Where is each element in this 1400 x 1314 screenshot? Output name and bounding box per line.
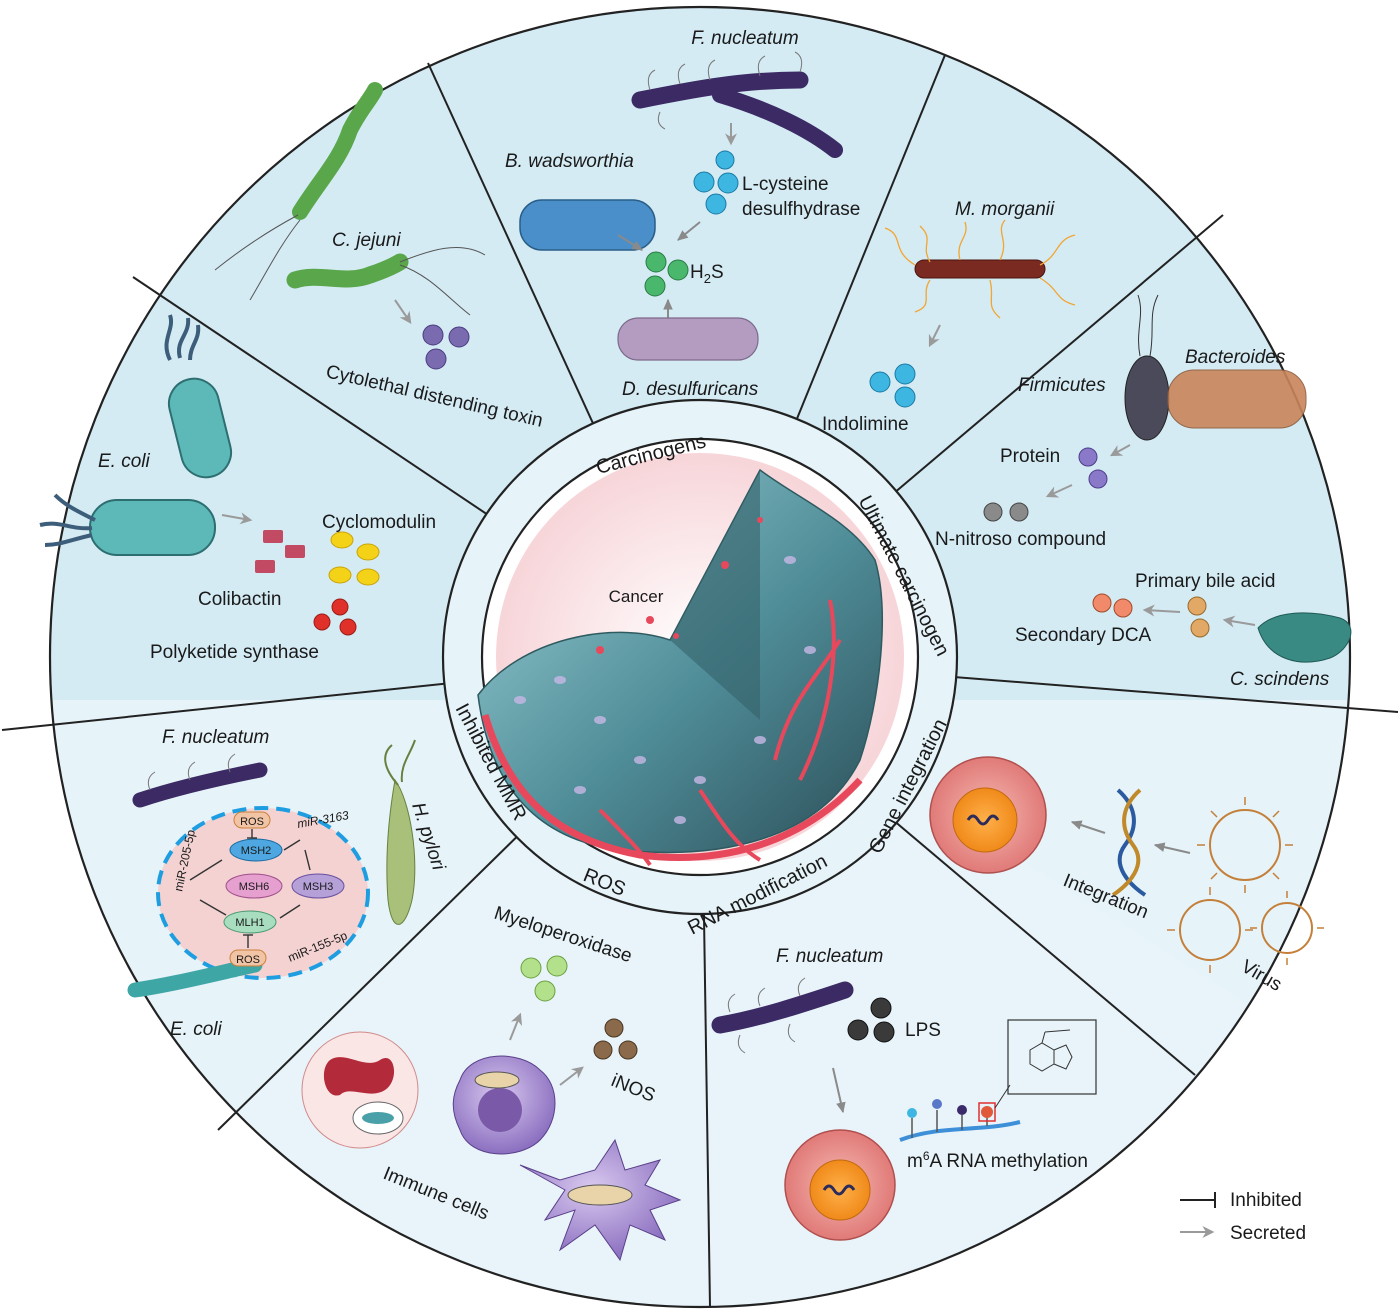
fn-label-top: F. nucleatum [691,28,798,49]
enzyme-label-line1: L-cysteine [742,174,829,195]
pks-label: Polyketide synthase [150,642,319,663]
virus-icons [1167,797,1324,973]
segment-ultimate: Firmicutes Bacteroides Protein N-nitroso… [935,294,1352,690]
ecoli-bacterium-top [164,314,233,479]
segment-gene: Integration Virus [929,756,1324,996]
msh3-label: MSH3 [303,881,334,893]
cyclomodulin-label: Cyclomodulin [322,512,436,533]
inos-icon [593,1018,638,1060]
indolimine-icon [869,363,916,408]
macrophage-icon [452,1055,556,1155]
cyclomodulin-icon [328,531,380,586]
nitroso-icon [983,502,1029,522]
legend-secreted-label: Secreted [1230,1223,1306,1244]
segment-mmr: ROS MSH2 MSH6 MSH3 MLH1 ROS miR-205-5p m… [127,727,449,1040]
segment-ecoli: E. coli Colibactin Cyclomodulin Polyketi… [39,314,436,663]
lps-icon [847,997,895,1043]
indolimine-label: Indolimine [822,414,909,435]
bacteroides-label: Bacteroides [1185,347,1286,368]
h2s-icon [644,251,689,297]
dd-label: D. desulfuricans [622,379,759,400]
neutrophil-icon [301,1031,419,1149]
ecoli-label: E. coli [98,451,151,472]
dendritic-cell-icon [519,1138,682,1262]
cancer-illustration: Cancer [477,453,904,867]
h2s-label: H2S [690,262,724,286]
legend: Inhibited Secreted [1180,1190,1306,1244]
cysteine-desulfhydrase-icon [693,150,739,215]
legend-inhibited-label: Inhibited [1230,1190,1302,1211]
ecoli-label-mmr: E. coli [170,1019,223,1040]
segment-h2s: F. nucleatum B. wadsworthia L-cysteine d… [505,28,860,400]
mmorganii-label: M. morganii [955,199,1055,220]
host-cell-gene [929,756,1047,874]
colibactin-label: Colibactin [198,589,281,610]
fn-label-mmr: F. nucleatum [162,727,269,748]
ecoli-bacterium-mmr [127,957,263,998]
msh6-label: MSH6 [239,881,270,893]
b-wadsworthia-bacterium [519,199,656,251]
cscindens-label: C. scindens [1230,669,1330,690]
nitroso-label: N-nitroso compound [935,529,1106,550]
fn-bacterium-mmr [132,762,268,808]
ecoli-bacterium-bottom [39,493,216,556]
bacteroides-bacterium [1167,369,1307,429]
firmicutes-bacterium [1124,355,1170,441]
bw-label: B. wadsworthia [505,151,634,172]
host-cell-rna [784,1129,896,1241]
bile-acid-icon [1187,596,1210,638]
ros-top-label: ROS [240,816,264,828]
m6a-label: m6A RNA methylation [907,1149,1088,1172]
mlh1-label: MLH1 [235,917,264,929]
ros-bottom-label: ROS [236,954,260,966]
m-morganii-bacterium [914,259,1046,279]
mpo-icon [520,955,568,1002]
protein-label: Protein [1000,446,1060,467]
dca-icon [1092,593,1133,618]
legend-secreted: Secreted [1180,1223,1306,1244]
center-label: Cancer [609,587,664,606]
lps-label: LPS [905,1020,941,1041]
protein-icon [1078,447,1108,489]
h-pylori-bacterium [386,778,416,925]
msh2-label: MSH2 [241,845,272,857]
fn-bacterium-rna [711,981,854,1034]
firmicutes-label: Firmicutes [1018,375,1106,396]
colibactin-icon [255,530,305,573]
primary-bile-label: Primary bile acid [1135,571,1275,592]
cdt-toxin-icon [422,324,470,370]
fn-label-rna: F. nucleatum [776,946,883,967]
segment-indolimine: M. morganii Indolimine [822,199,1076,435]
legend-inhibited: Inhibited [1180,1190,1302,1211]
dna-icon [1111,788,1147,897]
secondary-dca-label: Secondary DCA [1015,625,1152,646]
m6a-structure-icon [994,1019,1097,1109]
enzyme-label-line2: desulfhydrase [742,199,860,220]
cjejuni-label: C. jejuni [332,230,401,251]
segment-rna: F. nucleatum LPS m6A RNA methylation [711,946,1097,1241]
polyketide-synthase-icon [313,598,357,636]
rna-strand-icon [899,1099,1021,1142]
d-desulfuricans-bacterium [617,317,759,361]
c-scindens-bacterium [1257,612,1352,663]
